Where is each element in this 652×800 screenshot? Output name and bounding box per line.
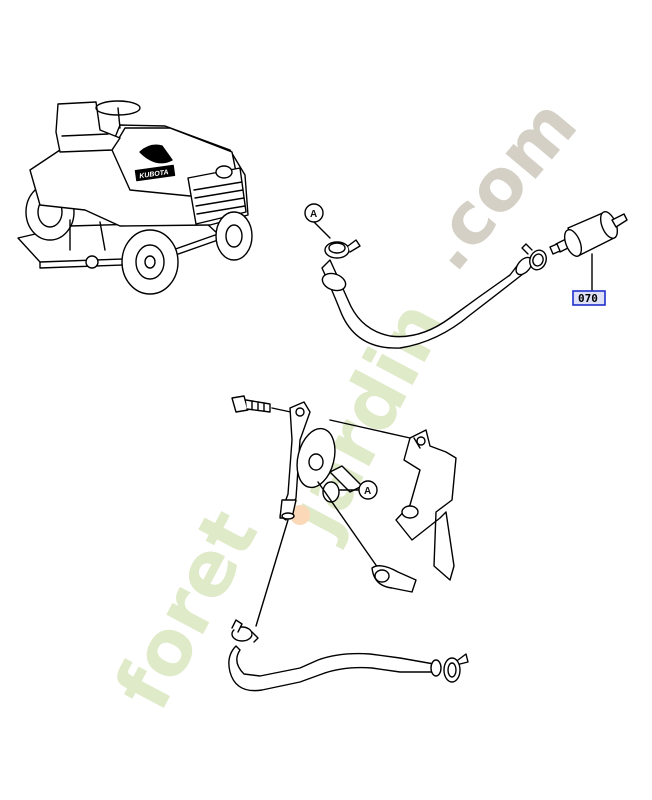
brand-label: KUBOTA xyxy=(139,169,169,180)
callout-a-mid-circle xyxy=(358,480,378,500)
callout-a-top-circle xyxy=(304,203,324,223)
watermark-orange-dot xyxy=(290,505,310,525)
fuel-line-top-assembly: A xyxy=(304,203,628,349)
brand-plate xyxy=(134,164,176,182)
callout-a-mid: A xyxy=(364,486,371,497)
hose-clamp-top-right xyxy=(521,243,547,271)
seat xyxy=(55,101,121,153)
fuel-hose-lower xyxy=(228,645,439,692)
part-number-070-label: 070 xyxy=(578,292,598,305)
tractor-illustration: KUBOTA xyxy=(17,100,253,295)
watermark-com: .com xyxy=(404,83,593,286)
hose-clamp-lower-left xyxy=(231,619,259,643)
part-number-070-box xyxy=(572,290,606,306)
callout-a-top: A xyxy=(310,209,317,220)
hose-clamp-lower-right xyxy=(443,653,469,683)
part-number-070[interactable]: 070 xyxy=(572,290,606,306)
hose-clamp-top-left xyxy=(324,239,361,259)
fuel-hose-top xyxy=(321,259,529,349)
fuel-line-lower-assembly: A xyxy=(228,395,469,692)
fuel-filter xyxy=(549,211,628,257)
mount-bracket-right xyxy=(395,429,457,581)
bolt xyxy=(231,395,271,413)
